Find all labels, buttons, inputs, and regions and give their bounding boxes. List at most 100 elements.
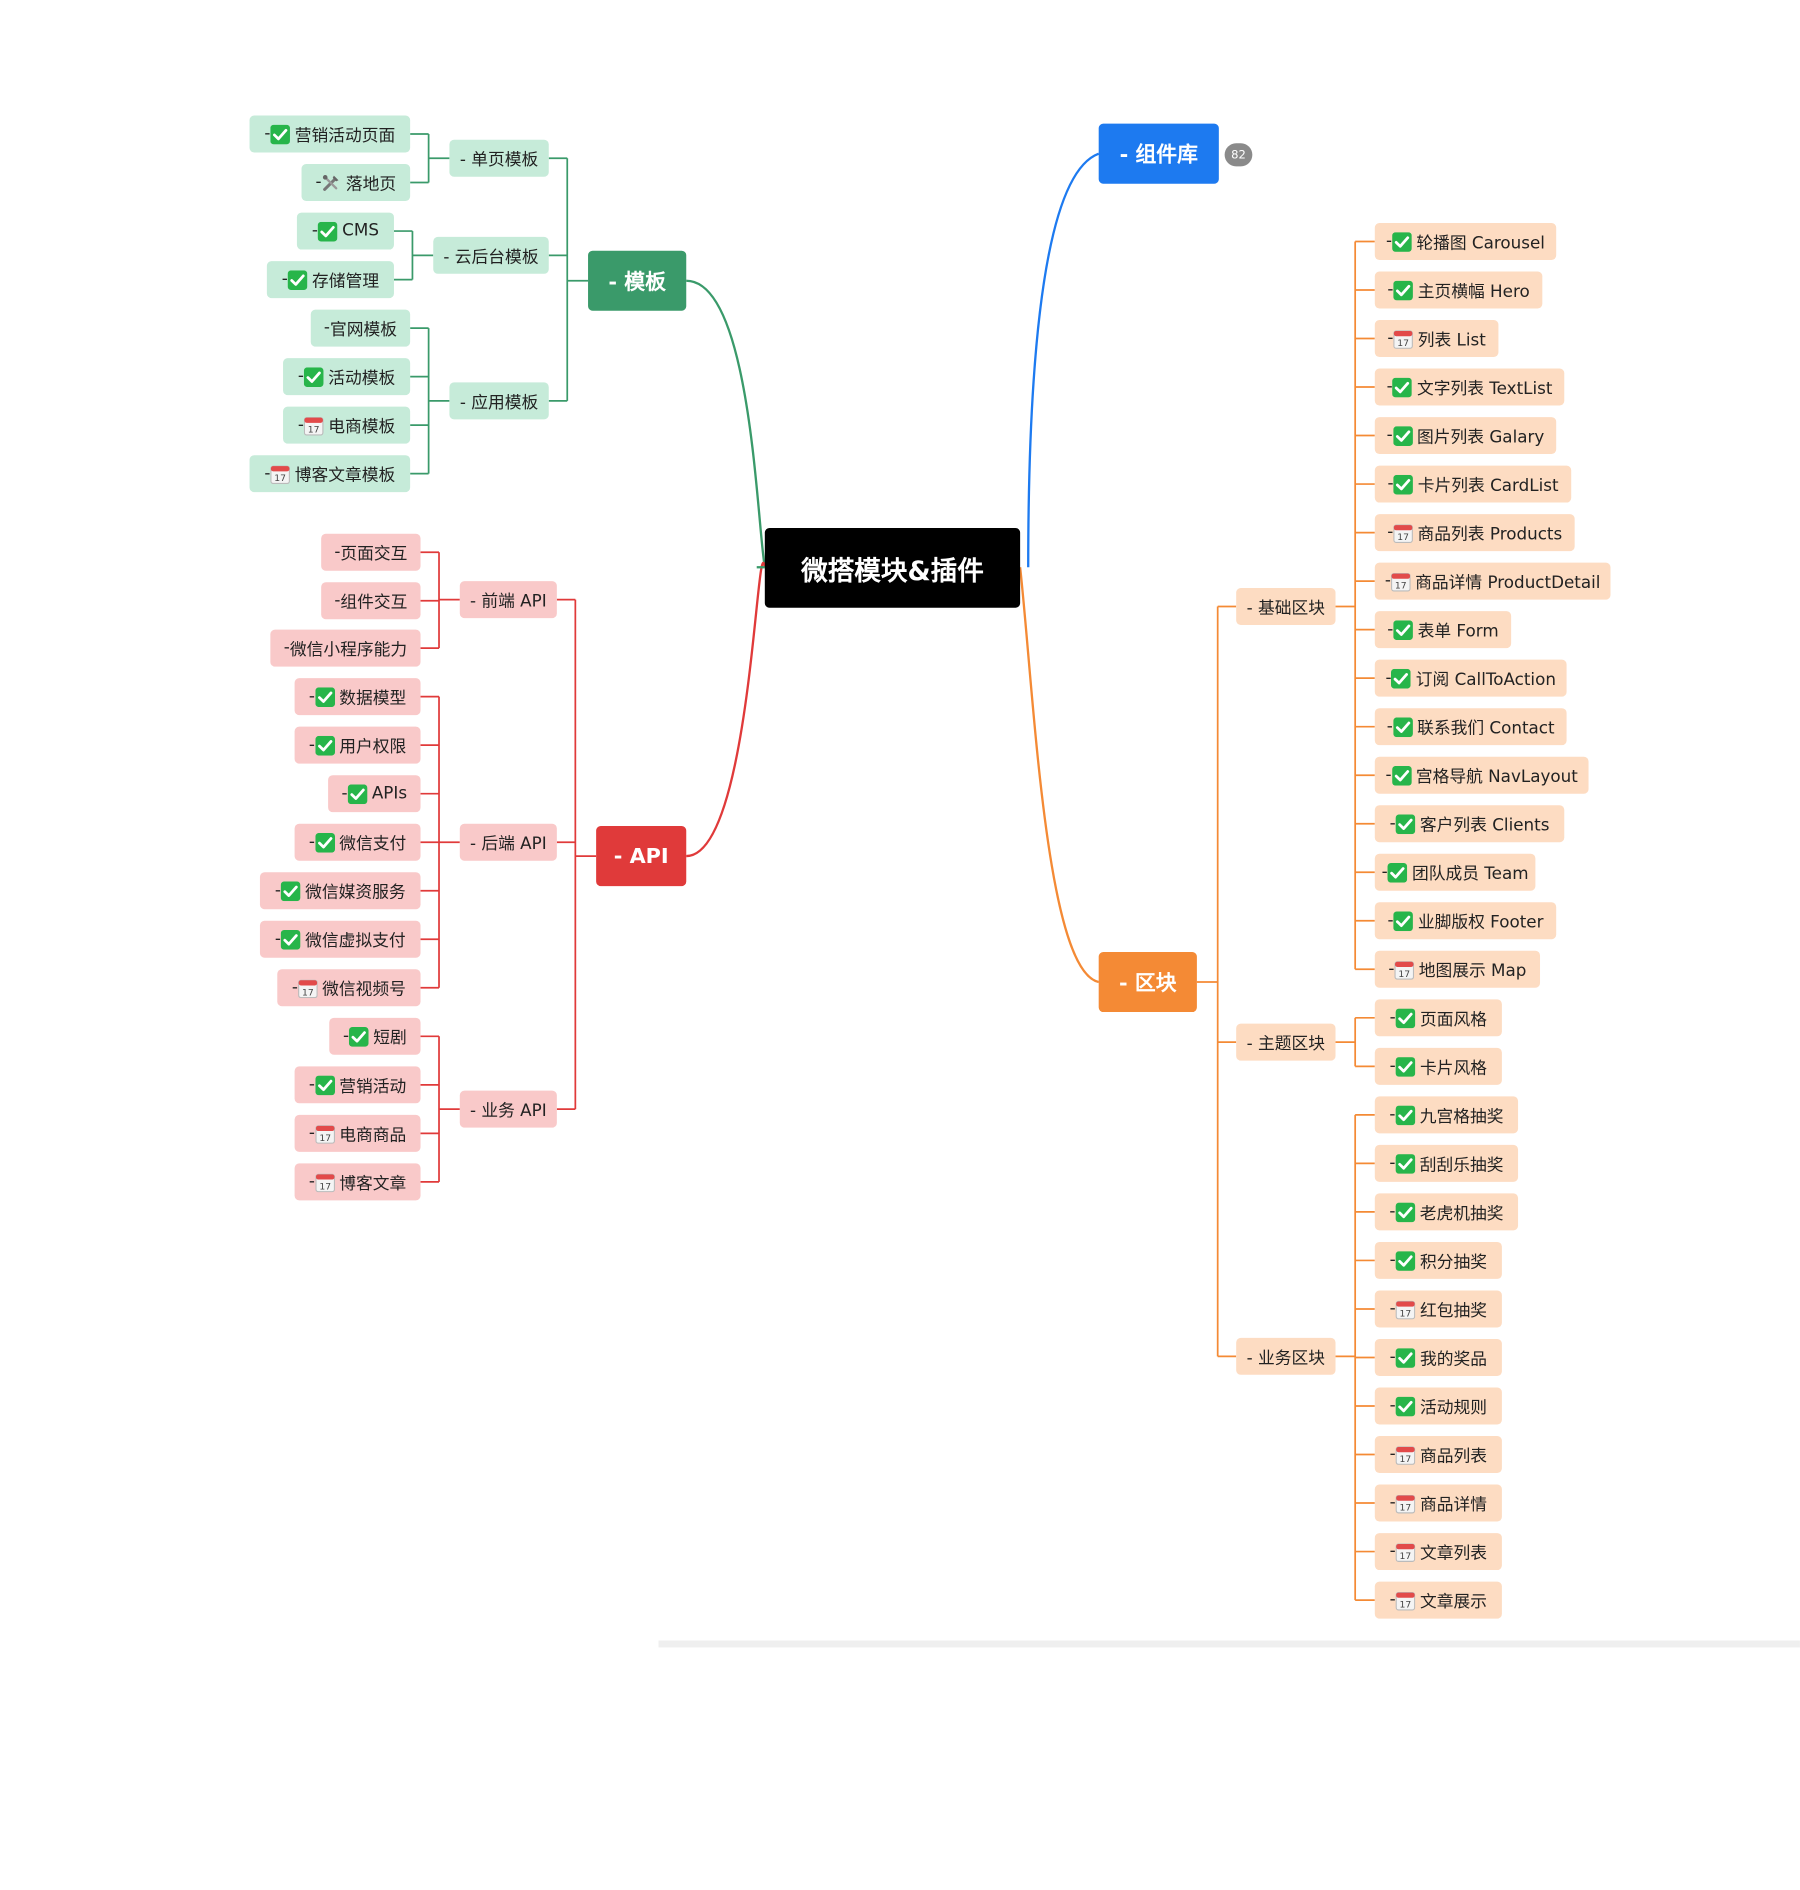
leaf-node[interactable]: - 表单 Form (1374, 611, 1512, 649)
check-icon (314, 832, 335, 853)
node-label: - 主题区块 (1246, 1034, 1326, 1054)
leaf-node[interactable]: - 轮播图 Carousel (1374, 222, 1557, 260)
branch-curve (1027, 152, 1100, 568)
sub-node[interactable]: - 后端 API (459, 823, 557, 861)
branch-api[interactable]: - API (596, 826, 687, 887)
leaf-node[interactable]: - 客户列表 Clients (1374, 805, 1565, 843)
node-label: 微搭模块&插件 (801, 556, 984, 587)
leaf-node[interactable]: - 积分抽奖 (1374, 1241, 1502, 1279)
leaf-node[interactable]: - 老虎机抽奖 (1374, 1193, 1519, 1231)
node-label: - (1389, 1493, 1396, 1513)
leaf-node[interactable]: - 营销活动页面 (249, 115, 411, 153)
calendar-icon: 17 (1395, 1590, 1416, 1610)
node-label: 博客文章 (339, 1174, 407, 1193)
leaf-node[interactable]: - 卡片风格 (1374, 1047, 1502, 1085)
leaf-node[interactable]: - 图片列表 Galary (1374, 417, 1557, 455)
node-label: 卡片列表 CardList (1417, 476, 1559, 496)
node-label: - (1385, 668, 1392, 688)
node-label: - (1389, 1396, 1396, 1416)
sub-node[interactable]: - 主题区块 (1236, 1023, 1336, 1061)
leaf-node[interactable]: - 九宫格抽奖 (1374, 1096, 1519, 1134)
leaf-node[interactable]: - 订阅 CallToAction (1374, 659, 1567, 697)
leaf-node[interactable]: - 团队成员 Team (1374, 853, 1536, 891)
node-label: - (341, 784, 348, 803)
leaf-node[interactable]: - 微信支付 (294, 823, 421, 861)
node-label: - (264, 464, 271, 483)
leaf-node[interactable]: - 存储管理 (266, 261, 394, 299)
branch-curve (686, 279, 766, 568)
sub-node[interactable]: - 前端 API (459, 581, 557, 619)
node-label: 团队成员 Team (1411, 864, 1529, 884)
check-icon (1387, 862, 1408, 883)
leaf-node[interactable]: - 宫格导航 NavLayout (1374, 756, 1589, 794)
sub-node[interactable]: - 业务区块 (1236, 1337, 1336, 1375)
leaf-node[interactable]: - 我的奖品 (1374, 1338, 1502, 1376)
node-label: - (308, 735, 315, 755)
check-icon (1395, 813, 1416, 834)
leaf-node[interactable]: - 用户权限 (294, 726, 421, 764)
leaf-node[interactable]: - 微信媒资服务 (259, 872, 421, 910)
leaf-node[interactable]: - 活动模板 (283, 358, 411, 396)
node-label: - 业务区块 (1246, 1348, 1326, 1368)
leaf-node[interactable]: - APIs (328, 775, 421, 813)
calendar-icon: 17 (1395, 1299, 1416, 1319)
leaf-node[interactable]: - 业脚版权 Footer (1374, 902, 1557, 940)
check-icon (314, 1075, 335, 1095)
check-icon (270, 124, 291, 144)
calendar-icon: 17 (1393, 329, 1414, 348)
branch-blocks[interactable]: - 区块 (1098, 951, 1197, 1013)
leaf-node[interactable]: - 活动规则 (1374, 1387, 1502, 1425)
leaf-node[interactable]: - 数据模型 (294, 678, 421, 716)
leaf-node[interactable]: - 微信虚拟支付 (259, 920, 421, 958)
leaf-node[interactable]: - 微信小程序能力 (270, 629, 421, 667)
leaf-node[interactable]: - 页面风格 (1374, 999, 1502, 1037)
leaf-node[interactable]: - 页面交互 (321, 533, 421, 571)
calendar-icon: 17 (314, 1172, 335, 1192)
leaf-node[interactable]: - CMS (296, 212, 394, 250)
leaf-node[interactable]: - 文字列表 TextList (1374, 368, 1565, 406)
leaf-node[interactable]: - 营销活动 (294, 1066, 421, 1104)
node-label: 博客文章模板 (294, 466, 396, 485)
node-label: - 单页模板 (459, 150, 539, 170)
node-label: - 模板 (608, 270, 666, 295)
leaf-node[interactable]: - 联系我们 Contact (1374, 708, 1567, 746)
node-label: 短剧 (373, 1028, 407, 1048)
leaf-node[interactable]: - 刮刮乐抽奖 (1374, 1144, 1519, 1182)
leaf-node[interactable]: - 落地页 (301, 164, 411, 202)
check-icon (1395, 1347, 1416, 1368)
sub-node[interactable]: - 应用模板 (449, 382, 549, 420)
sub-node[interactable]: - 单页模板 (449, 139, 549, 177)
branch-templates[interactable]: - 模板 (588, 250, 687, 311)
branch-components[interactable]: - 组件库 (1098, 123, 1219, 184)
check-icon (1393, 619, 1413, 640)
svg-text:17: 17 (302, 987, 314, 998)
root-node[interactable]: 微搭模块&插件 (764, 527, 1021, 608)
leaf-node[interactable]: - 短剧 (329, 1017, 421, 1055)
sub-node[interactable]: - 业务 API (459, 1090, 557, 1128)
sub-node[interactable]: - 基础区块 (1236, 588, 1336, 626)
leaf-node[interactable]: - 组件交互 (321, 582, 421, 620)
leaf-node[interactable]: - 官网模板 (310, 309, 411, 347)
svg-text:17: 17 (1400, 1599, 1412, 1610)
node-label: - (1389, 1202, 1396, 1222)
check-icon (280, 880, 301, 901)
scrollbar-track[interactable] (658, 1640, 1800, 1648)
sub-node[interactable]: - 云后台模板 (433, 236, 549, 274)
leaf-node[interactable]: - 卡片列表 CardList (1374, 465, 1572, 503)
tools-icon (322, 173, 342, 193)
leaf-node[interactable]: - 主页横幅 Hero (1374, 271, 1543, 309)
